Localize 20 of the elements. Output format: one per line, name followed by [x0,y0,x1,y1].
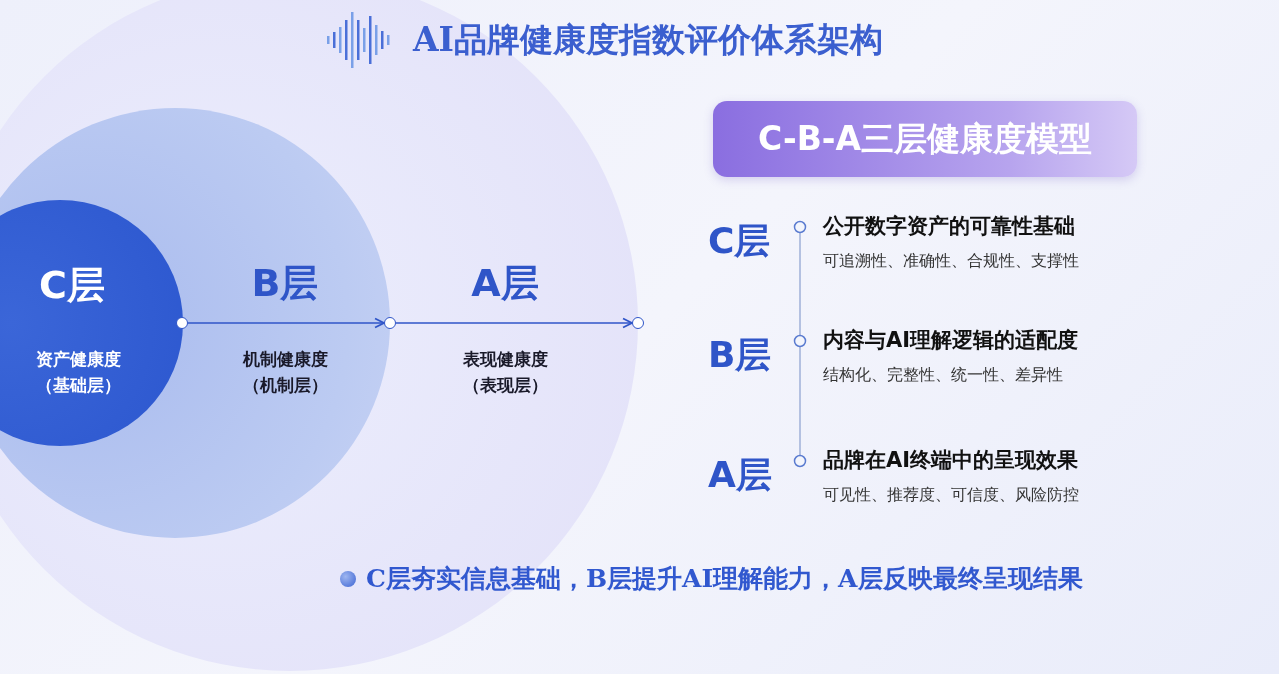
layer-description: 资产健康度（基础层） [34,348,122,397]
layer-heading: B层 [708,333,772,377]
title: AI品牌健康度指数评价体系架构 [413,19,884,61]
arrow [395,317,633,329]
item-heading: 品牌在AI终端中的呈现效果 [823,447,1079,474]
header-banner: C-B-A三层健康度模型 [713,101,1137,177]
arrow [187,317,385,329]
layer-heading: A层 [471,259,539,307]
item-description: 可追溯性、准确性、合规性、支撑性 [823,251,1079,272]
layer-heading: A层 [708,453,772,497]
layer-description: 表现健康度（表现层） [461,348,549,397]
summary-note: C层夯实信息基础，B层提升AI理解能力，A层反映最终呈现结果 [366,563,1083,595]
layer-description: 机制健康度（机制层） [241,348,329,397]
item-description: 结构化、完整性、统一性、差异性 [823,365,1063,386]
item-description: 可见性、推荐度、可信度、风险防控 [823,485,1079,506]
layer-heading: C层 [708,219,771,263]
item-heading: 内容与AI理解逻辑的适配度 [823,327,1079,354]
item-heading: 公开数字资产的可靠性基础 [823,213,1075,240]
layer-heading: C层 [39,261,105,309]
layer-heading: B层 [251,259,319,307]
